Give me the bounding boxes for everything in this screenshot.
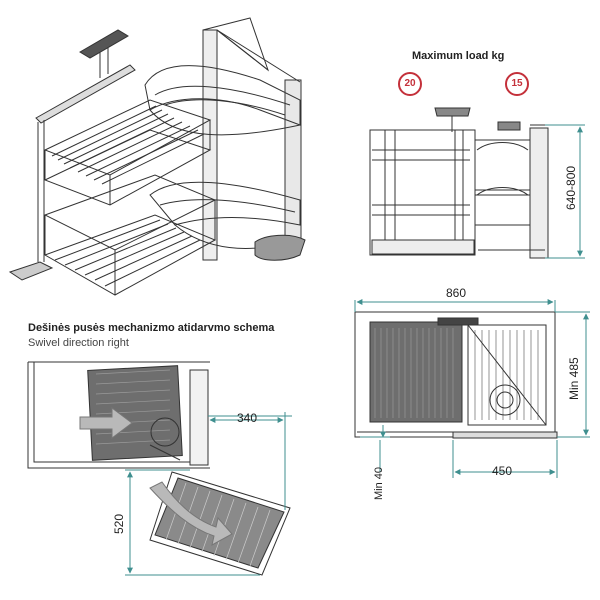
dimension-min-side: Min 40 [373, 466, 385, 500]
dimension-swivel-reach: 340 [237, 411, 258, 425]
upper-basket [43, 99, 212, 206]
max-load-title: Maximum load kg [412, 50, 505, 62]
scheme-title-en: Swivel direction right [28, 337, 129, 349]
lower-basket [43, 174, 217, 296]
dimension-min-depth: Min 485 [567, 357, 581, 400]
dimension-swivel-depth: 520 [112, 513, 126, 534]
side-elevation-view [369, 107, 585, 259]
handle-bar [79, 29, 129, 78]
scheme-title-lt: Dešinės pusės mechanizmo atidarvmo schem… [28, 322, 275, 334]
dimension-height-range: 640-800 [564, 165, 578, 210]
swivel-scheme [27, 361, 292, 576]
upper-right-basket [144, 65, 301, 136]
dimension-width-total: 860 [446, 286, 467, 300]
load-badge-15: 15 [505, 72, 529, 96]
dimension-opening: 450 [492, 464, 513, 478]
load-badge-20: 20 [398, 72, 422, 96]
isometric-basket-view [8, 17, 306, 296]
plan-view [354, 299, 590, 478]
